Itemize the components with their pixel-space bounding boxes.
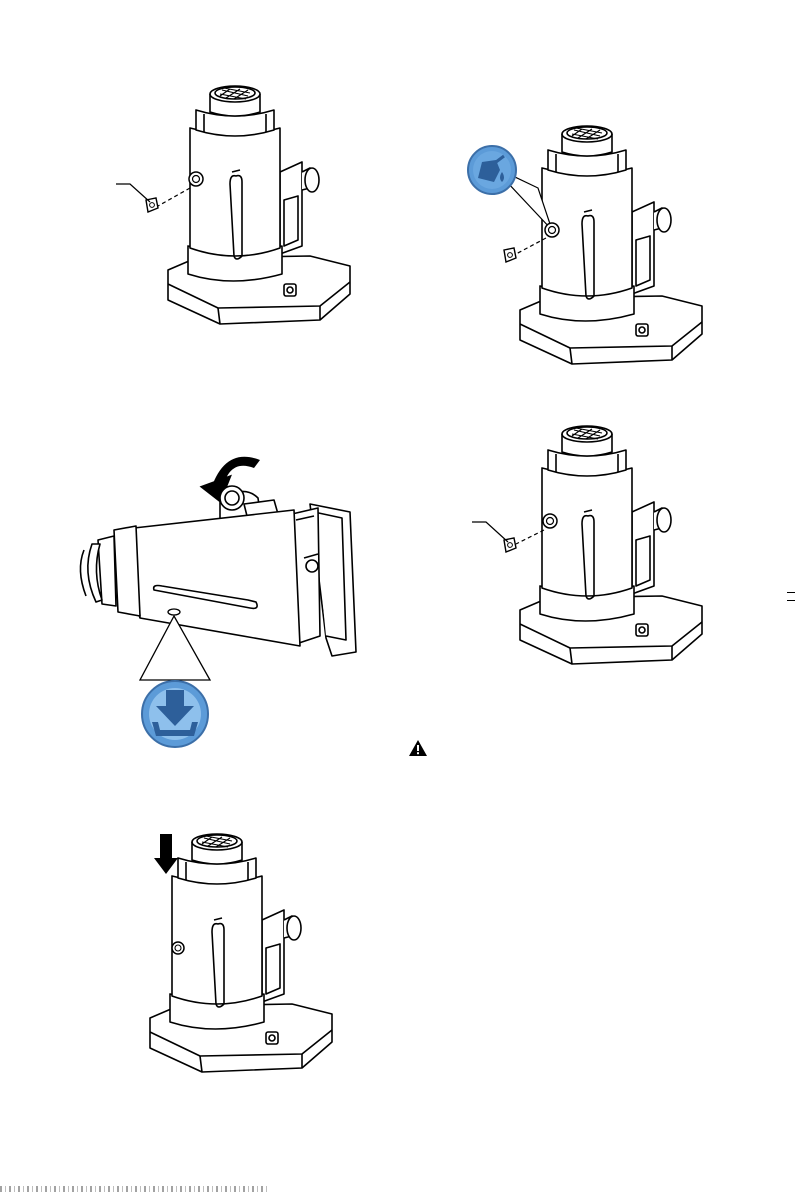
figure-fill-oil	[460, 126, 680, 388]
oil-can-icon	[468, 146, 516, 194]
warning-triangle-icon	[408, 739, 428, 757]
crop-mark	[787, 600, 795, 601]
figure-remove-oil-plug	[108, 84, 318, 334]
figure-reinstall-oil-plug	[464, 426, 674, 676]
down-arrow-icon	[154, 834, 178, 874]
crop-mark	[787, 592, 795, 593]
drain-arrow-icon	[142, 681, 208, 747]
figure-drain-oil	[74, 440, 374, 750]
footer-print-marks	[0, 1186, 270, 1192]
figure-press-saddle-down	[100, 832, 320, 1094]
oil-plug-icon	[504, 248, 516, 262]
